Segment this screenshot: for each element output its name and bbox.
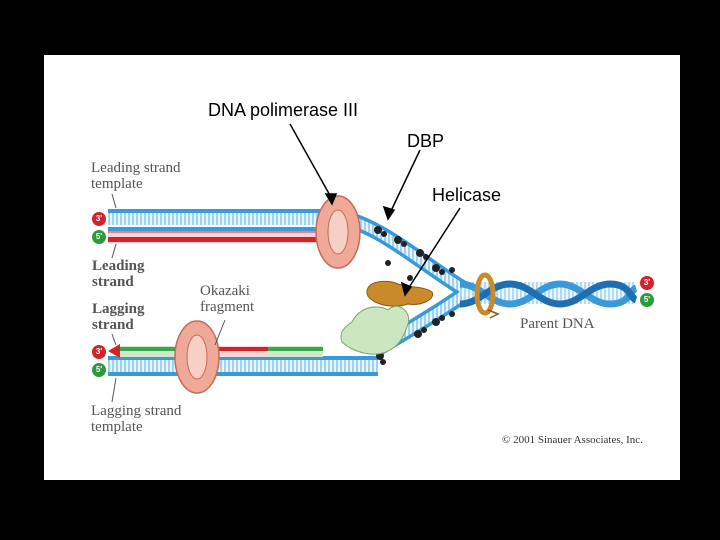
label-pointers: [111, 193, 226, 403]
primase-protein: [340, 305, 410, 355]
label-dbp: DBP: [407, 131, 445, 151]
label-okazaki-fragment: Okazaki fragment: [200, 283, 254, 315]
copyright-notice: © 2001 Sinauer Associates, Inc.: [502, 434, 643, 446]
label-parent-dna: Parent DNA: [520, 316, 595, 332]
label-leading-template-line1: Leading strand: [91, 160, 181, 176]
polymerase-leading: [315, 195, 361, 269]
annotation-arrows: [289, 123, 461, 297]
polymerase-lagging: [174, 320, 220, 394]
label-leading-template: Leading strand template: [91, 160, 181, 192]
leading-template-strand: [108, 209, 332, 231]
label-leading-strand-line1: Leading: [92, 258, 145, 274]
slide-background: [44, 55, 680, 480]
end-marker-parent-3prime: 3': [640, 276, 654, 290]
dna-binding-proteins: [374, 226, 455, 365]
label-leading-strand: Leading strand: [92, 258, 145, 290]
label-lagging-template-line2: template: [91, 419, 143, 435]
label-okazaki-line1: Okazaki: [200, 283, 250, 299]
end-marker-lag-5prime: 5': [92, 363, 106, 377]
end-marker-top-5prime: 5': [92, 230, 106, 244]
leading-new-strand: [108, 231, 330, 243]
end-marker-top-3prime: 3': [92, 212, 106, 226]
parent-dna-helix: [459, 280, 638, 308]
label-lagging-template-line1: Lagging strand: [91, 403, 182, 419]
helicase-protein: [366, 280, 434, 307]
label-lagging-strand-line2: strand: [92, 317, 134, 333]
label-helicase: Helicase: [432, 185, 502, 205]
lagging-new-strand: [108, 344, 323, 358]
end-marker-parent-5prime: 5': [640, 293, 654, 307]
label-okazaki-line2: fragment: [200, 299, 255, 315]
label-dna-polymerase: DNA polimerase III: [208, 100, 359, 120]
label-leading-template-line2: template: [91, 176, 143, 192]
lagging-template-strand: [108, 356, 378, 376]
label-lagging-strand-line1: Lagging: [92, 301, 145, 317]
end-marker-lag-3prime: 3': [92, 345, 106, 359]
topoisomerase-ring: [474, 272, 500, 319]
label-lagging-strand: Lagging strand: [92, 301, 145, 333]
label-lagging-template: Lagging strand template: [91, 403, 181, 435]
label-leading-strand-line2: strand: [92, 274, 134, 290]
